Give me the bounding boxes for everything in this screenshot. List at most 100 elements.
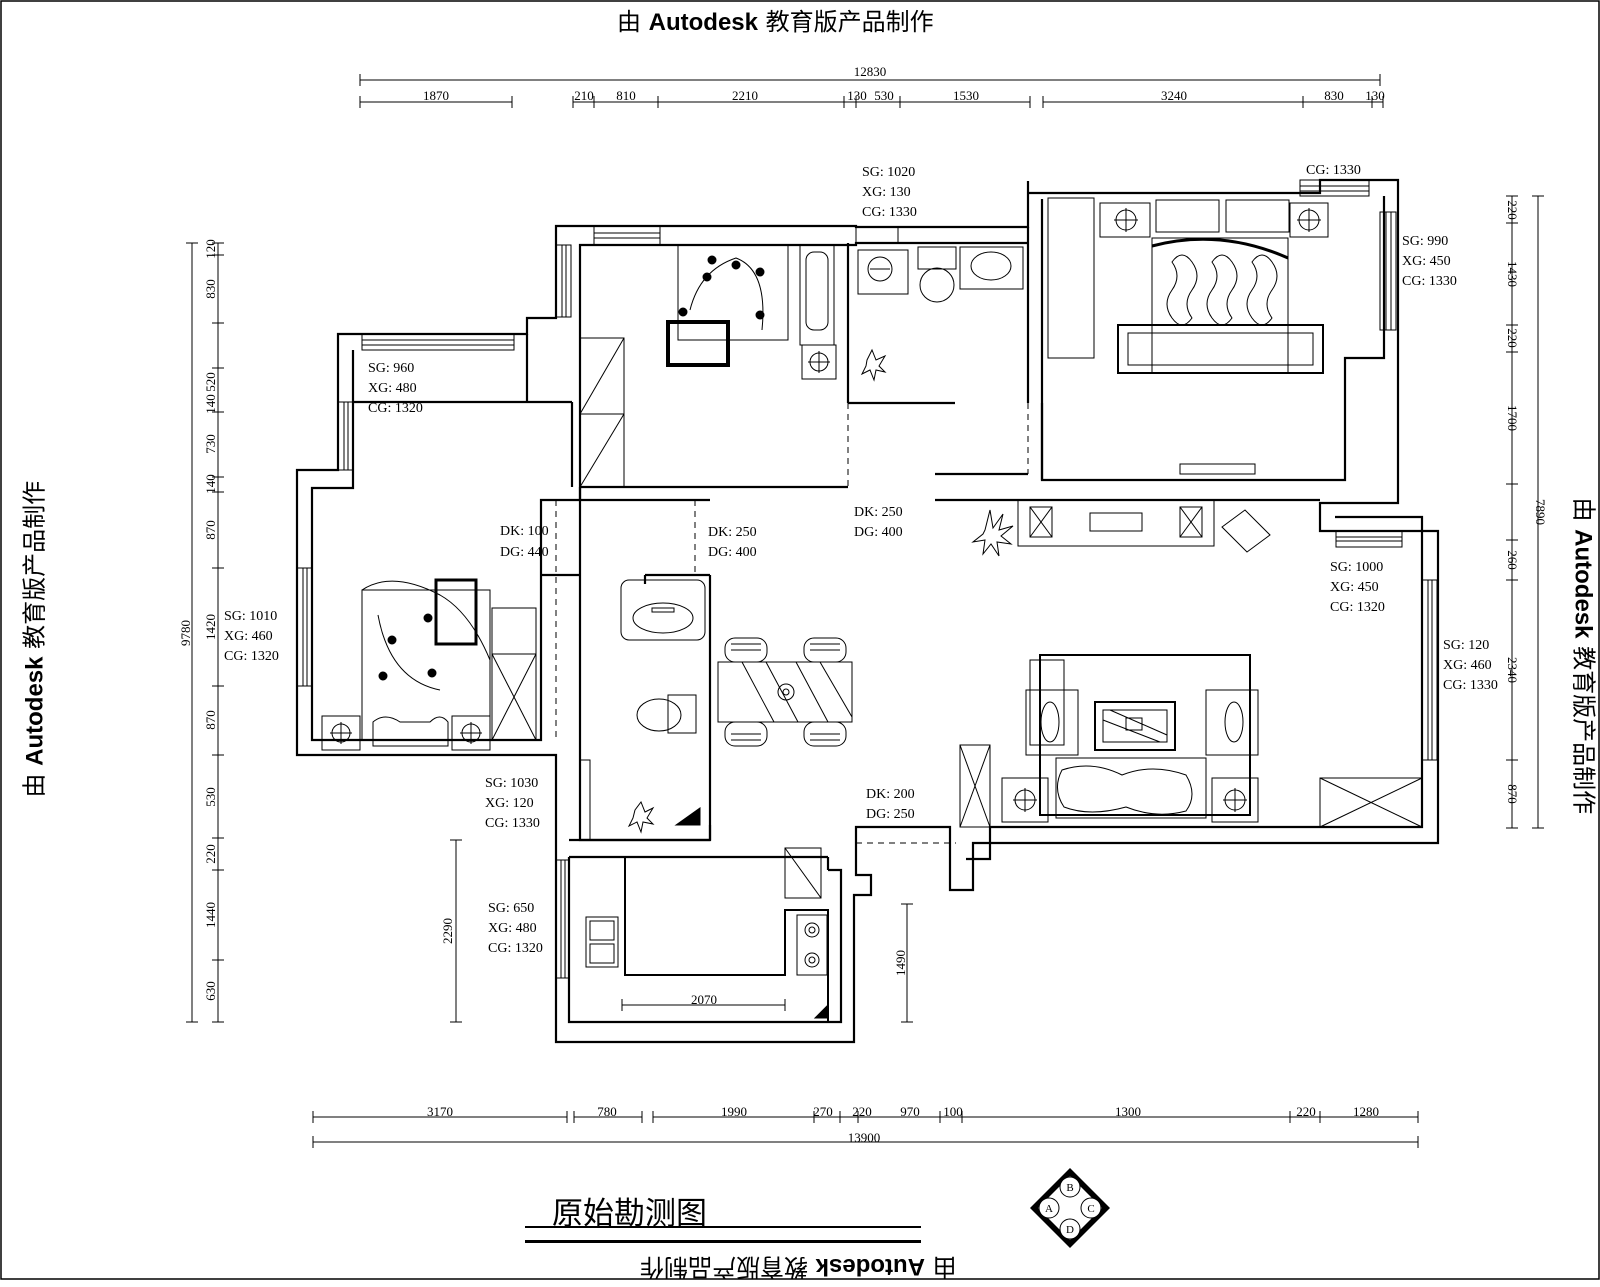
window-note-xg: XG: 460 (224, 629, 273, 644)
ceiling-note: CG: 1330 (1306, 163, 1361, 178)
dim-label: 220 (1296, 1104, 1316, 1119)
wardrobe-icon (580, 338, 624, 487)
dim-label: 1990 (721, 1104, 747, 1119)
sink-icon (586, 917, 618, 967)
window-note-xg: XG: 450 (1330, 580, 1379, 595)
wardrobe-icon (492, 608, 536, 740)
window-note-cg: CG: 1330 (485, 816, 540, 831)
dim-right-total: 7890 (1533, 499, 1548, 525)
toilet-icon (918, 247, 956, 269)
dim-label: 1300 (1115, 1104, 1141, 1119)
window-note-cg: CG: 1320 (368, 401, 423, 416)
window-note-sg: SG: 650 (488, 901, 534, 916)
dim-label: 130 (1365, 88, 1385, 103)
window-note-sg: SG: 960 (368, 361, 414, 376)
dim-label: 780 (597, 1104, 617, 1119)
furniture (322, 198, 1422, 1022)
dim-label: 100 (943, 1104, 963, 1119)
coffee-table-icon (1095, 702, 1175, 750)
title-underline (525, 1240, 921, 1243)
door-note-width: DK: 250 (708, 525, 757, 540)
window-note-xg: XG: 120 (485, 796, 534, 811)
window-note-sg: SG: 1000 (1330, 560, 1383, 575)
window-note-xg: XG: 480 (368, 381, 417, 396)
plant-icon (1222, 510, 1270, 552)
window-note-cg: CG: 1320 (224, 649, 279, 664)
door-openings (556, 403, 1042, 843)
compass-label: D (1066, 1224, 1074, 1236)
dim-label: 210 (574, 88, 594, 103)
dim-label: 220 (1505, 328, 1520, 348)
dim-label: 870 (1505, 784, 1520, 804)
washbasin-icon (960, 247, 1023, 289)
dim-label: 1870 (423, 88, 449, 103)
door-note-width: DK: 250 (854, 505, 903, 520)
dim-label: 220 (1505, 200, 1520, 220)
dim-corridor-height: 1490 (893, 950, 908, 976)
annotations: SG: 1020 XG: 130 CG: 1330 CG: 1330 SG: 9… (224, 163, 1498, 956)
dim-label: 140 (203, 474, 218, 494)
dim-kitchen-width: 2070 (691, 992, 717, 1007)
door-note-height: DG: 400 (708, 545, 757, 560)
dim-left-total: 9780 (178, 620, 193, 646)
window-note-cg: CG: 1330 (1402, 274, 1457, 289)
walls (297, 180, 1438, 1042)
dim-label: 1420 (203, 614, 218, 640)
dim-label: 1700 (1505, 405, 1520, 431)
window-note-xg: XG: 450 (1402, 254, 1451, 269)
bed-icon (1152, 238, 1288, 373)
dim-label: 220 (852, 1104, 872, 1119)
compass-label: B (1066, 1182, 1073, 1194)
dim-label: 3170 (427, 1104, 453, 1119)
dim-label: 140 (203, 394, 218, 414)
window-note-cg: CG: 1330 (862, 205, 917, 220)
dim-label: 270 (813, 1104, 833, 1119)
dim-label: 220 (203, 844, 218, 864)
dining-table-icon (718, 662, 852, 722)
door-note-width: DK: 200 (866, 787, 915, 802)
dim-label: 2210 (732, 88, 758, 103)
dim-label: 630 (203, 981, 218, 1001)
dim-kitchen-height: 2290 (440, 918, 455, 944)
dim-label: 1430 (1505, 261, 1520, 287)
window-note-sg: SG: 120 (1443, 638, 1489, 653)
dim-label: 830 (203, 279, 218, 299)
window-note-sg: SG: 1010 (224, 609, 277, 624)
dim-label: 970 (900, 1104, 920, 1119)
dim-label: 120 (203, 239, 218, 259)
window-note-xg: XG: 460 (1443, 658, 1492, 673)
dim-label: 520 (203, 372, 218, 392)
window-note-sg: SG: 1020 (862, 165, 915, 180)
dim-label: 2340 (1505, 657, 1520, 683)
compass-icon: B A C D (1030, 1168, 1110, 1248)
dim-label: 870 (203, 710, 218, 730)
dim-label: 830 (1324, 88, 1344, 103)
door-note-height: DG: 400 (854, 525, 903, 540)
dim-label: 530 (874, 88, 894, 103)
dim-label: 870 (203, 520, 218, 540)
tv-cabinet-icon (1180, 464, 1255, 474)
door-note-width: DK: 100 (500, 524, 549, 539)
door-note-height: DG: 250 (866, 807, 915, 822)
stove-icon (797, 915, 827, 975)
window-note-sg: SG: 1030 (485, 776, 538, 791)
window-note-xg: XG: 480 (488, 921, 537, 936)
wardrobe-icon (1048, 198, 1094, 358)
dim-label: 3240 (1161, 88, 1187, 103)
window-note-cg: CG: 1330 (1443, 678, 1498, 693)
window-note-sg: SG: 990 (1402, 234, 1448, 249)
title-underline (525, 1226, 921, 1228)
dim-label: 810 (616, 88, 636, 103)
dim-label: 130 (847, 88, 867, 103)
dim-label: 530 (203, 787, 218, 807)
dim-top-total: 12830 (854, 64, 887, 79)
window-note-xg: XG: 130 (862, 185, 911, 200)
dim-label: 260 (1505, 550, 1520, 570)
dim-label: 730 (203, 434, 218, 454)
window-note-cg: CG: 1320 (488, 941, 543, 956)
dim-label: 1280 (1353, 1104, 1379, 1119)
window-note-cg: CG: 1320 (1330, 600, 1385, 615)
door-note-height: DG: 440 (500, 545, 549, 560)
